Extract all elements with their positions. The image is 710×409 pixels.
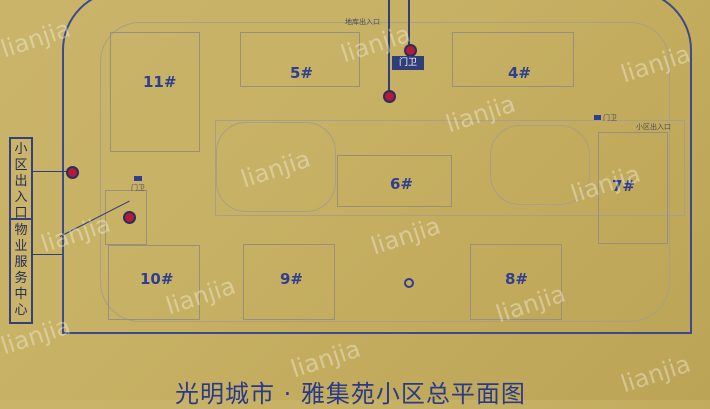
- building-8-label: 8#: [505, 270, 529, 288]
- building-11-label: 11#: [143, 73, 177, 91]
- building-5[interactable]: [240, 32, 360, 87]
- garden-right: [490, 125, 590, 205]
- property-service-label: 物业服务中心: [9, 218, 33, 324]
- garage-marker-icon: [383, 90, 396, 103]
- gate-guard-left-label: 门卫: [131, 184, 145, 192]
- site-boundary: [62, 0, 692, 334]
- building-4[interactable]: [452, 32, 574, 87]
- building-10[interactable]: [108, 245, 200, 320]
- service-leader-line: [32, 254, 62, 255]
- central-garden: [215, 120, 685, 216]
- garden-left: [216, 122, 336, 212]
- building-6-label: 6#: [390, 175, 414, 193]
- right-entrance-label: 小区出入口: [636, 123, 671, 131]
- building-4-label: 4#: [508, 64, 532, 82]
- internal-road: [100, 22, 670, 322]
- gate-guard-small-label: 门卫: [603, 114, 617, 122]
- entrance-leader-line: [32, 171, 70, 172]
- map-title: 光明城市 · 雅集苑小区总平面图: [175, 380, 526, 408]
- building-5-label: 5#: [290, 64, 314, 82]
- garage-leader-line: [388, 0, 390, 92]
- building-11[interactable]: [110, 32, 200, 152]
- center-marker-icon: [404, 278, 414, 288]
- building-9[interactable]: [243, 244, 335, 320]
- building-8[interactable]: [470, 244, 562, 320]
- watermark: lianjia: [617, 349, 694, 399]
- property-service-building[interactable]: [105, 190, 147, 245]
- building-6[interactable]: [337, 155, 452, 207]
- gate-guard-left-icon: [134, 176, 142, 181]
- building-7[interactable]: [598, 132, 668, 244]
- building-7-label: 7#: [612, 177, 636, 195]
- community-entrance-label: 小区出入口: [9, 137, 33, 227]
- gate-guard-label: 门卫: [392, 56, 424, 70]
- garage-entrance-label: 地库出入口: [345, 18, 380, 26]
- service-marker-icon: [123, 211, 136, 224]
- gate-leader-line: [408, 0, 410, 46]
- gate-guard-icon: [594, 115, 601, 120]
- entrance-marker-icon: [66, 166, 79, 179]
- building-10-label: 10#: [140, 270, 174, 288]
- building-9-label: 9#: [280, 270, 304, 288]
